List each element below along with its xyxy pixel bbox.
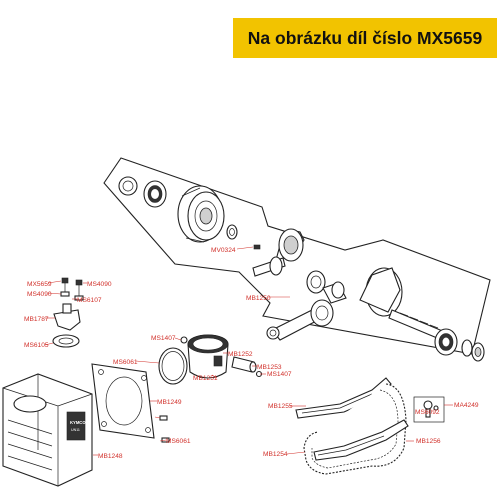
label-mb1251: MB1251 <box>193 375 218 382</box>
label-mx5659: MX5659 <box>27 281 52 288</box>
bearing-right-part <box>434 328 485 362</box>
woodruff-key-part <box>253 244 261 250</box>
label-mb1253: MB1253 <box>257 364 282 371</box>
crank-pin-part <box>322 281 347 304</box>
label-mb1248: MB1248 <box>98 453 123 460</box>
tensioner-body-part <box>52 303 81 348</box>
cylinder-badge-brand: KYMCO <box>70 420 86 425</box>
chain-guide-upper-part <box>295 377 392 419</box>
label-ms1407-upper: MS1407 <box>151 335 176 342</box>
label-ms6092: MS6092 <box>415 409 440 416</box>
label-mv0324: MV0324 <box>211 247 236 254</box>
piston-clip-upper-part <box>180 336 188 344</box>
label-ma4249: MA4249 <box>454 402 479 409</box>
label-mb1252: MB1252 <box>228 351 253 358</box>
label-mb1250: MB1250 <box>246 295 271 302</box>
label-ms6107: MS6107 <box>77 297 102 304</box>
crank-bearing-part <box>306 270 326 294</box>
part-number-banner: Na obrázku díl číslo MX5659 <box>233 18 497 58</box>
washer-part <box>226 224 238 240</box>
cylinder-block-part: KYMCO UN11 <box>2 373 93 487</box>
leader-lines <box>44 246 453 456</box>
connecting-rod-part <box>266 299 334 341</box>
piston-pin-part <box>231 356 263 378</box>
piston-rings-part <box>158 347 188 385</box>
label-mb1249: MB1249 <box>157 399 182 406</box>
label-ms1407-lower: MS1407 <box>267 371 292 378</box>
flywheel-part <box>177 185 225 243</box>
bearing-left-part <box>118 176 167 208</box>
guide-bolt-part <box>423 400 439 418</box>
part-number-banner-text: Na obrázku díl číslo MX5659 <box>247 27 483 48</box>
crankshaft-panel-outline <box>103 157 491 355</box>
piston-part <box>187 334 229 379</box>
label-mb1787: MB1787 <box>24 316 49 323</box>
tensioner-bolts-part <box>60 277 84 301</box>
label-mb1256: MB1256 <box>416 438 441 445</box>
label-ms6061-upper: MS6061 <box>113 359 138 366</box>
cylinder-badge-sub: UN11 <box>71 428 80 432</box>
cylinder-gasket-part <box>91 363 155 439</box>
label-mb1254: MB1254 <box>263 451 288 458</box>
label-mb1255: MB1255 <box>268 403 293 410</box>
chain-guide-lower-part <box>313 419 409 461</box>
label-ms4090-right: MS4090 <box>87 281 112 288</box>
ms6092-callout-box <box>413 396 445 423</box>
label-ms6061-lower: MS6061 <box>166 438 191 445</box>
crank-half-left-part <box>252 228 305 277</box>
label-ms6105: MS6105 <box>24 342 49 349</box>
label-ms4090-left: MS4090 <box>27 291 52 298</box>
crank-half-right-part <box>359 267 446 341</box>
